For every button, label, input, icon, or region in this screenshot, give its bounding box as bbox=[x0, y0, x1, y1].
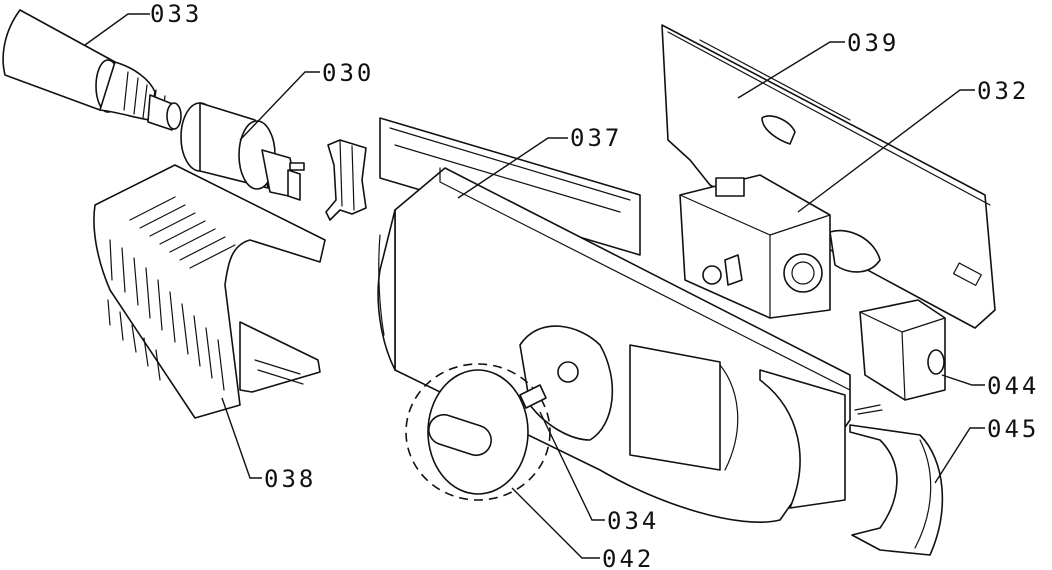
leader-lines bbox=[84, 13, 985, 559]
label-039: 039 bbox=[847, 29, 899, 57]
spring-clip bbox=[325, 139, 367, 221]
part-037-main-housing bbox=[377, 117, 851, 524]
label-038: 038 bbox=[264, 465, 316, 493]
part-044-switch bbox=[859, 299, 946, 401]
part-045-clip-cover bbox=[849, 404, 944, 556]
part-030-lamp-socket bbox=[180, 102, 305, 201]
part-032-thermostat bbox=[679, 174, 831, 319]
part-039-mounting-plate bbox=[661, 24, 996, 329]
label-034: 034 bbox=[607, 507, 659, 535]
label-033: 033 bbox=[150, 0, 202, 28]
part-038-perforated-shade bbox=[93, 164, 326, 419]
label-042: 042 bbox=[602, 545, 654, 570]
label-037: 037 bbox=[570, 124, 622, 152]
part-042-knob bbox=[405, 363, 551, 501]
label-030: 030 bbox=[322, 59, 374, 87]
part-033-lamp-bulb bbox=[2, 9, 182, 131]
label-044: 044 bbox=[987, 372, 1039, 400]
label-045: 045 bbox=[987, 415, 1039, 443]
label-032: 032 bbox=[977, 77, 1029, 105]
